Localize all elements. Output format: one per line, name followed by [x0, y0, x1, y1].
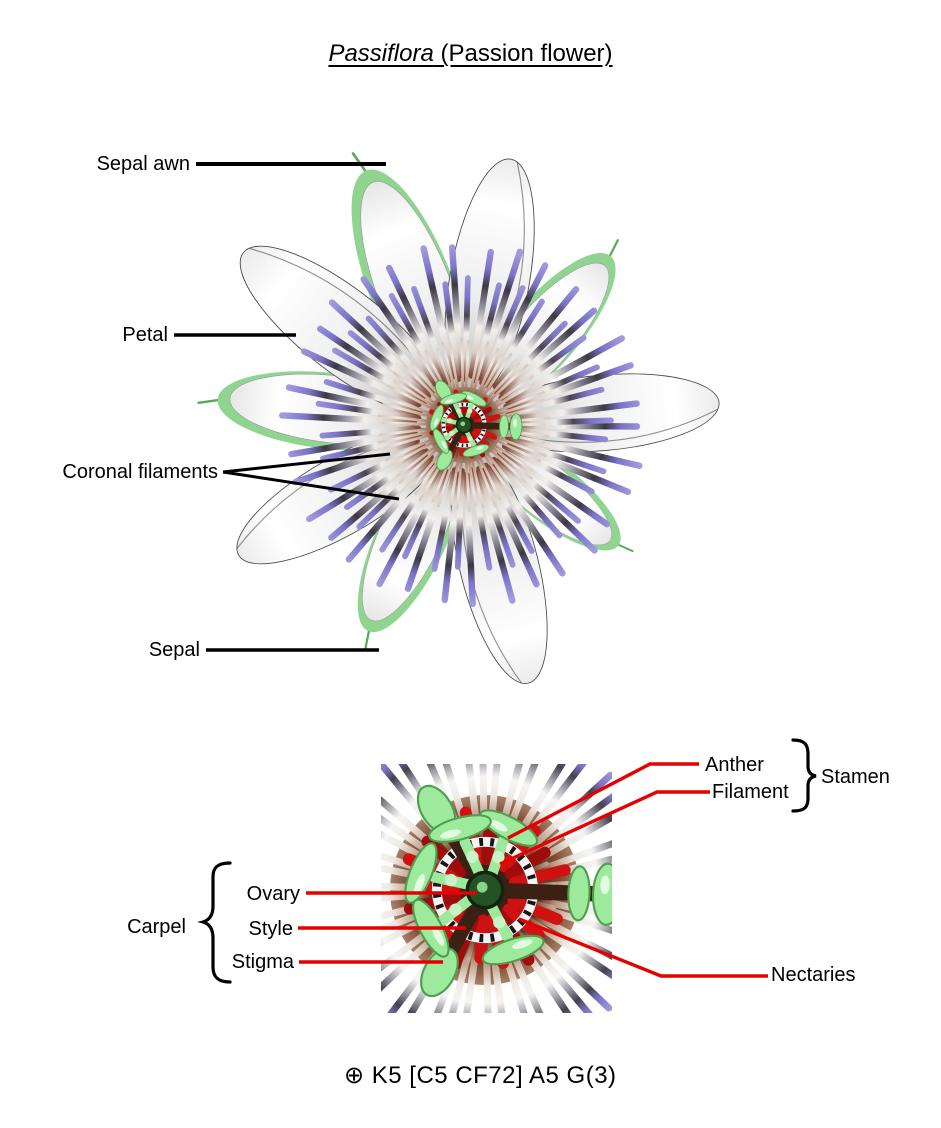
label-anther: Anther: [705, 754, 764, 776]
label-filament: Filament: [712, 781, 789, 803]
label-carpel: Carpel: [127, 916, 186, 938]
label-sepal: Sepal: [148, 639, 200, 661]
diagram-title: Passiflora (Passion flower): [0, 40, 941, 68]
whole-flower-illustration: [193, 137, 723, 694]
label-petal: Petal: [122, 324, 168, 346]
label-ovary: Ovary: [246, 883, 300, 905]
stamen-brace: [791, 738, 817, 813]
label-stamen: Stamen: [821, 766, 890, 788]
flower-center-closeup: [381, 764, 612, 1013]
floral-formula: ⊕ K5 [C5 CF72] A5 G(3): [344, 1062, 617, 1089]
label-coronal-filaments: Coronal filaments: [62, 461, 218, 483]
label-sepal-awn: Sepal awn: [96, 153, 190, 175]
inner-filaments: [377, 336, 551, 513]
label-style: Style: [248, 918, 293, 940]
label-stigma: Stigma: [231, 951, 294, 973]
title-genus: Passiflora: [328, 40, 434, 67]
label-nectaries: Nectaries: [771, 964, 856, 986]
title-common-name: (Passion flower): [433, 40, 613, 67]
